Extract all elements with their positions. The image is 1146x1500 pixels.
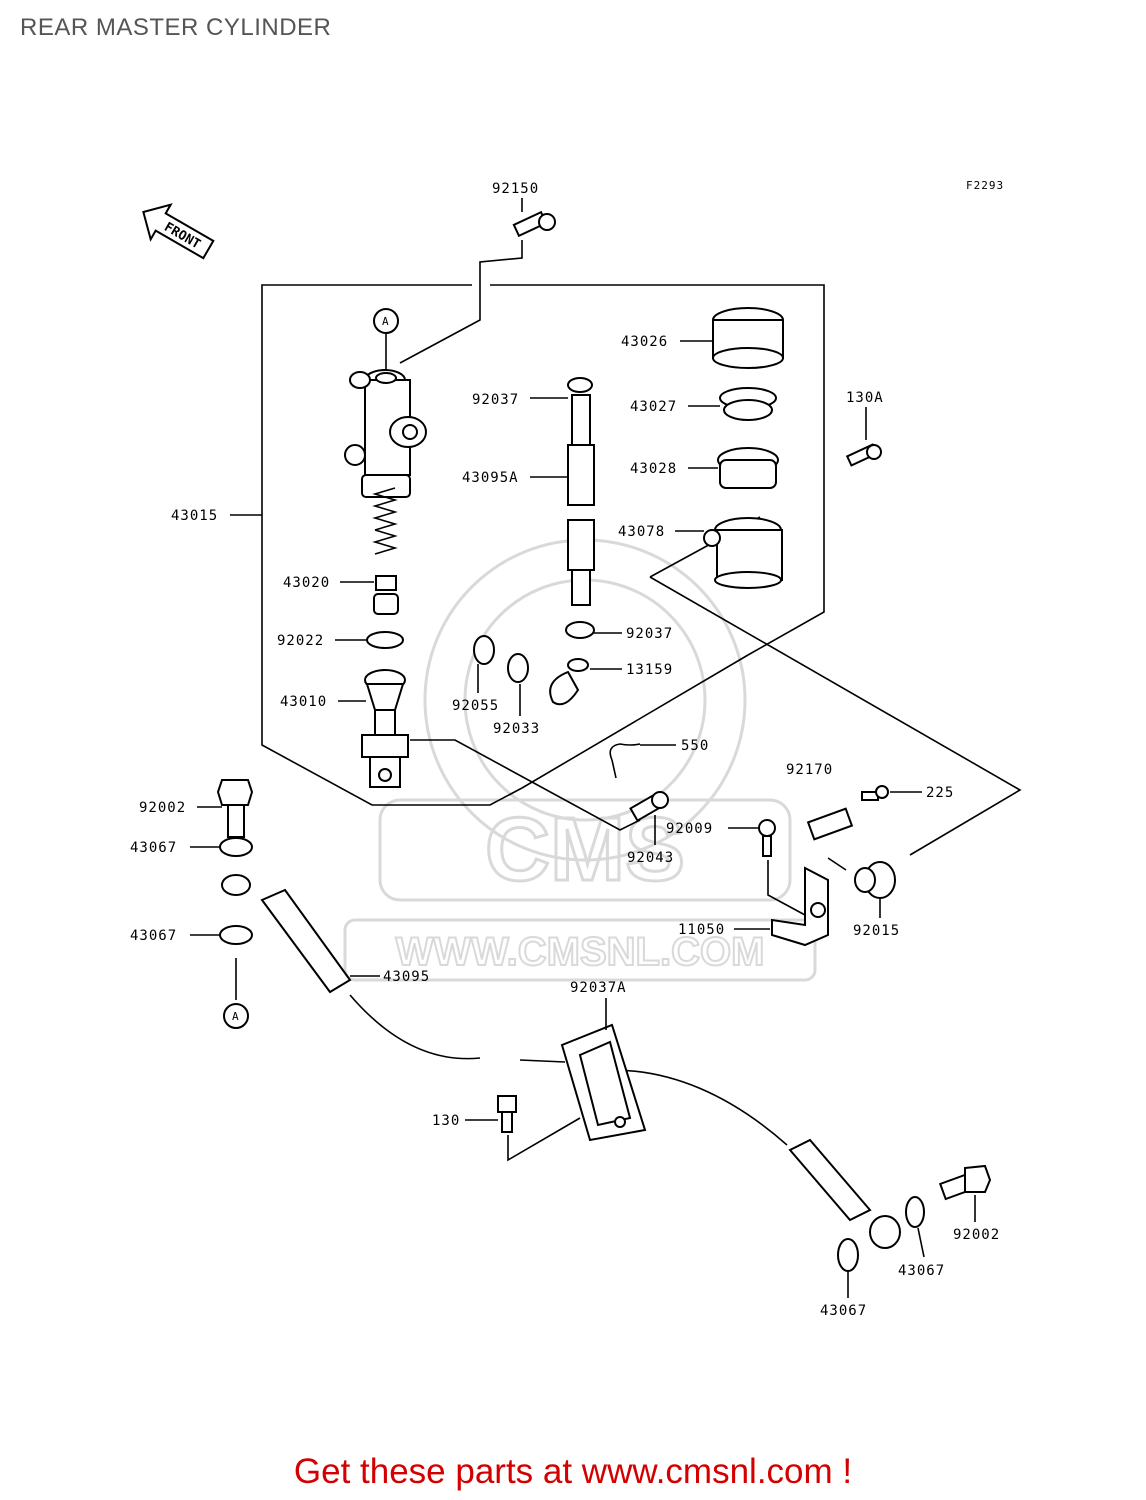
- label-13159[interactable]: 13159: [626, 662, 673, 678]
- label-43095[interactable]: 43095: [383, 969, 430, 985]
- callout-a-bottom: [223, 1003, 249, 1029]
- circlip-92033: [507, 653, 529, 683]
- banjo-bolt-92150: [399, 210, 556, 364]
- label-92022[interactable]: 92022: [277, 633, 324, 649]
- front-arrow-icon: FRONT: [142, 203, 215, 260]
- push-rod-43010: [361, 669, 409, 788]
- label-92009[interactable]: 92009: [666, 821, 713, 837]
- label-43067-1[interactable]: 43067: [130, 840, 177, 856]
- hose-guide-92037a: [560, 1023, 647, 1142]
- label-92037-lower[interactable]: 92037: [626, 626, 673, 642]
- label-92002-left[interactable]: 92002: [139, 800, 186, 816]
- reservoir-cap-43026: [712, 307, 784, 369]
- figure-code: F2293: [966, 179, 1004, 192]
- label-550[interactable]: 550: [681, 738, 709, 754]
- label-225[interactable]: 225: [926, 785, 954, 801]
- circlip-92022: [366, 631, 404, 649]
- label-92043[interactable]: 92043: [627, 850, 674, 866]
- label-43067-2[interactable]: 43067: [130, 928, 177, 944]
- clevis-pin-92043: [629, 791, 669, 822]
- bracket-92170: [806, 807, 854, 841]
- page-title: REAR MASTER CYLINDER: [20, 14, 332, 41]
- callout-a-bottom-label: A: [232, 1010, 240, 1023]
- parts-diagram: CMS WWW.CMSNL.COM F2293 FRONT A: [130, 179, 1022, 1319]
- diaphragm-plate-43027: [719, 387, 777, 421]
- label-92055[interactable]: 92055: [452, 698, 499, 714]
- label-43095a[interactable]: 43095A: [462, 470, 519, 486]
- label-92015[interactable]: 92015: [853, 923, 900, 939]
- label-43010[interactable]: 43010: [280, 694, 327, 710]
- washer-43067-d: [837, 1238, 859, 1272]
- callout-a-top-label: A: [382, 315, 390, 328]
- label-43028[interactable]: 43028: [630, 461, 677, 477]
- label-92037[interactable]: 92037: [472, 392, 519, 408]
- bolt-130a: [845, 407, 882, 467]
- label-43026[interactable]: 43026: [621, 334, 668, 350]
- banjo-bolt-92002-left: [216, 779, 254, 838]
- o-ring-92055: [473, 635, 495, 665]
- watermark-url: WWW.CMSNL.COM: [396, 930, 765, 974]
- screw-92009: [758, 819, 776, 857]
- brake-hose-43095: [221, 874, 901, 1249]
- leader-lines: [190, 198, 976, 1298]
- cylinder-body: [344, 369, 427, 498]
- washer-43067-a: [219, 837, 253, 857]
- label-43020[interactable]: 43020: [283, 575, 330, 591]
- bolt-130: [497, 1095, 581, 1162]
- label-43078[interactable]: 43078: [618, 524, 665, 540]
- label-92033[interactable]: 92033: [493, 721, 540, 737]
- label-11050[interactable]: 11050: [678, 922, 725, 938]
- label-92002-right[interactable]: 92002: [953, 1227, 1000, 1243]
- reservoir-hose-43095a: [549, 377, 595, 706]
- washer-43067-b: [219, 925, 253, 945]
- label-92150[interactable]: 92150: [492, 181, 539, 197]
- washer-43067-c: [905, 1196, 925, 1228]
- label-130[interactable]: 130: [432, 1113, 460, 1129]
- watermark-text: CMS: [485, 800, 685, 900]
- label-43015[interactable]: 43015: [171, 508, 218, 524]
- spring-43020: [372, 487, 399, 615]
- label-43027[interactable]: 43027: [630, 399, 677, 415]
- cotter-pin-550: [609, 743, 641, 779]
- part-labels: 92150 43026 92037 43027 130A 43095A 4302…: [130, 181, 1000, 1319]
- bracket-11050: [771, 866, 829, 947]
- label-130a[interactable]: 130A: [846, 390, 884, 406]
- label-43067-4[interactable]: 43067: [820, 1303, 867, 1319]
- assembly-outline: [261, 284, 523, 806]
- footer-link[interactable]: Get these parts at www.cmsnl.com !: [293, 1452, 853, 1491]
- label-92037a[interactable]: 92037A: [570, 980, 627, 996]
- screw-225: [861, 785, 889, 801]
- label-92170[interactable]: 92170: [786, 762, 833, 778]
- reservoir-43078: [703, 517, 783, 589]
- label-43067-3[interactable]: 43067: [898, 1263, 945, 1279]
- banjo-bolt-92002-right: [938, 1164, 992, 1201]
- spacer-92015: [854, 861, 896, 899]
- diaphragm-43028: [717, 447, 779, 489]
